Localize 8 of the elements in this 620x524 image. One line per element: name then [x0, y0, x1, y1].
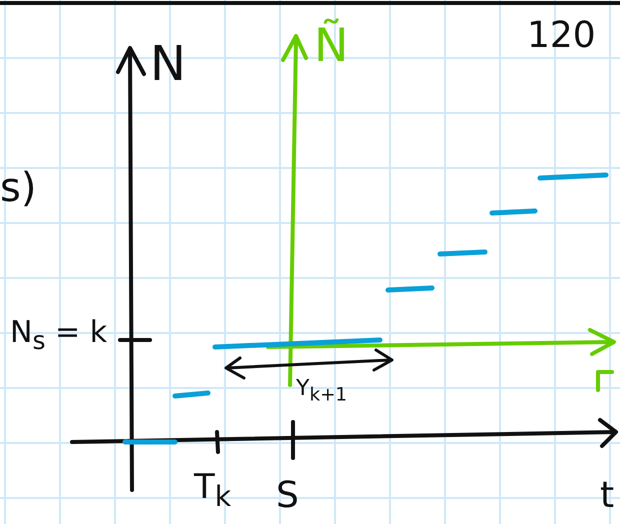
- dimension-label: Y$_{k+1}$: [296, 378, 348, 405]
- text-fragment: s): [0, 168, 36, 208]
- tick-label: S: [276, 478, 299, 514]
- tick-label: T$_{k}$: [194, 470, 232, 512]
- axis-label: t: [600, 478, 614, 514]
- page-number: 120: [527, 18, 596, 54]
- axis-label: N: [150, 40, 186, 88]
- tick-label: N$_{s}$ = k: [10, 318, 108, 353]
